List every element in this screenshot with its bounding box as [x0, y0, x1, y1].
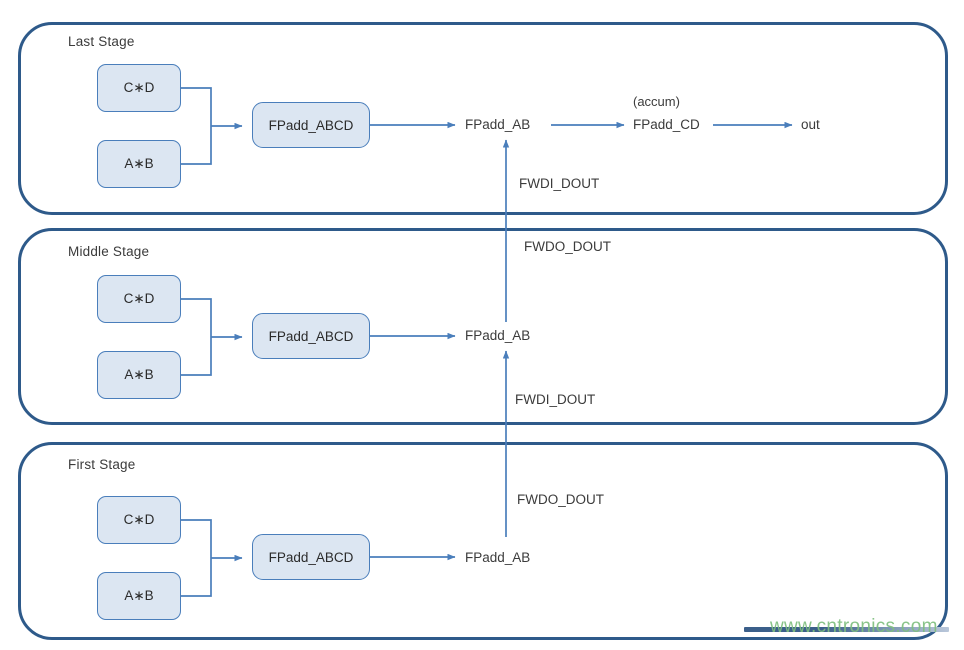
middle-stage-fwdo-dout-label: FWDO_DOUT [524, 239, 611, 254]
middle-stage-fpadd-abcd-box[interactable]: FPadd_ABCD [252, 313, 370, 359]
first-stage-fpadd-ab-label: FPadd_AB [465, 550, 531, 565]
last-stage-fpadd-abcd-box[interactable]: FPadd_ABCD [252, 102, 370, 148]
accum-annotation: (accum) [633, 94, 680, 109]
last-stage-fwdi-dout-label: FWDI_DOUT [519, 176, 600, 191]
watermark-text: www.cntronics.com [770, 616, 938, 637]
middle-stage-mul-cd-box[interactable]: C∗D [97, 275, 181, 323]
last-stage-mul-cd-box[interactable]: C∗D [97, 64, 181, 112]
first-stage-fwdo-dout-label: FWDO_DOUT [517, 492, 604, 507]
last-stage-fpadd-ab-label: FPadd_AB [465, 117, 531, 132]
last-stage-mul-ab-box[interactable]: A∗B [97, 140, 181, 188]
stage-middle-stage-title: Middle Stage [68, 244, 150, 259]
stage-last-stage-title: Last Stage [68, 34, 135, 49]
last-stage-fpadd-cd-label: FPadd_CD [633, 117, 700, 132]
first-stage-fpadd-abcd-box[interactable]: FPadd_ABCD [252, 534, 370, 580]
middle-stage-fwdi-dout-label: FWDI_DOUT [515, 392, 596, 407]
last-stage-out-label: out [801, 117, 820, 132]
first-stage-mul-ab-box[interactable]: A∗B [97, 572, 181, 620]
middle-stage-mul-ab-box[interactable]: A∗B [97, 351, 181, 399]
watermark-bar [744, 627, 949, 632]
first-stage-mul-cd-box[interactable]: C∗D [97, 496, 181, 544]
middle-stage-fpadd-ab-label: FPadd_AB [465, 328, 531, 343]
stage-first-stage-title: First Stage [68, 457, 136, 472]
